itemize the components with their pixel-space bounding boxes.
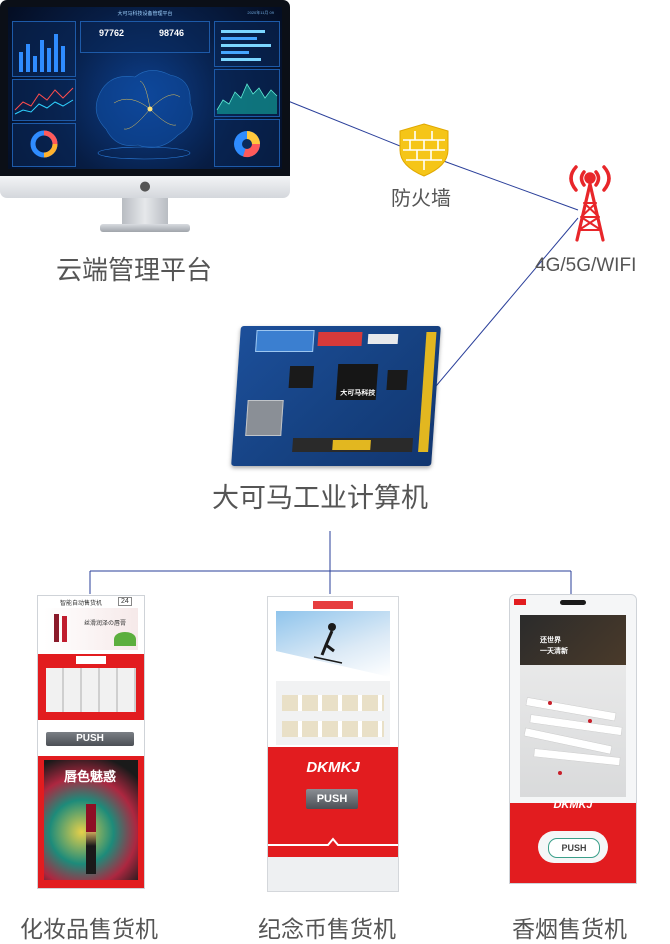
m1-push-button[interactable]: PUSH bbox=[46, 732, 134, 746]
m1-ad-plant bbox=[114, 632, 136, 646]
m1-product-panel bbox=[38, 654, 144, 720]
firewall-icon bbox=[399, 123, 449, 177]
m1-bottom-panel: 唇色魅惑 bbox=[38, 756, 144, 888]
apple-logo-icon: ● bbox=[139, 179, 151, 194]
firewall-label: 防火墙 bbox=[391, 188, 451, 210]
m2-coin-row-2 bbox=[282, 721, 384, 737]
machine-coin-label: 纪念币售货机 bbox=[258, 916, 396, 942]
pie-chart-thumbnail bbox=[234, 131, 261, 158]
m2-skier-illustration bbox=[276, 623, 390, 677]
line-panel bbox=[12, 79, 76, 121]
computer-label: 大可马工业计算机 bbox=[212, 483, 428, 513]
cloud-platform-monitor: 大可马科技设备管理平台 2020年11月 09 bbox=[0, 0, 296, 236]
network-label: 4G/5G/WIFI bbox=[535, 255, 637, 276]
m1-poster: 唇色魅惑 bbox=[44, 760, 138, 880]
dashboard-title: 大可马科技设备管理平台 bbox=[117, 11, 173, 17]
m1-lipstick-1 bbox=[54, 614, 59, 642]
m1-header: 智能自动售货机 bbox=[60, 601, 103, 607]
m3-logo bbox=[514, 599, 526, 605]
signal-tower-icon bbox=[569, 165, 611, 242]
m1-push-area: PUSH bbox=[38, 720, 144, 756]
firewall-to-tower-line bbox=[437, 158, 579, 211]
relay-block bbox=[255, 330, 315, 352]
hbar-chart-thumbnail bbox=[221, 30, 271, 61]
m2-coin-row-1 bbox=[282, 695, 384, 711]
m1-lipstick-2 bbox=[62, 616, 67, 642]
chip-right bbox=[386, 370, 408, 390]
donut-chart-thumbnail bbox=[30, 130, 58, 158]
tower-to-computer-line bbox=[430, 217, 579, 393]
m1-badge: 24 bbox=[118, 597, 132, 606]
line-chart-thumbnail bbox=[14, 87, 74, 115]
m2-chevron-decor bbox=[268, 837, 398, 846]
m2-push-button[interactable]: PUSH bbox=[306, 789, 358, 809]
m2-base bbox=[268, 857, 398, 891]
chip-small bbox=[288, 366, 315, 388]
m2-red-panel: DKMKJ PUSH bbox=[268, 747, 398, 857]
m2-ad-screen bbox=[276, 611, 390, 677]
machine-cigarette-label: 香烟售货机 bbox=[512, 916, 627, 942]
machine-cosmetics-label: 化妆品售货机 bbox=[20, 916, 158, 942]
industrial-computer-board: 大可马科技 bbox=[231, 326, 441, 466]
m3-red-panel: DKMKJ PUSH bbox=[510, 799, 636, 883]
bar-chart-thumbnail bbox=[19, 34, 65, 72]
m1-logo bbox=[76, 656, 106, 664]
red-connector-block bbox=[317, 332, 363, 346]
m3-push-bezel: PUSH bbox=[538, 831, 608, 863]
dashboard-screen: 大可马科技设备管理平台 2020年11月 09 bbox=[8, 7, 282, 169]
map-graphic bbox=[95, 70, 193, 160]
bar-panel bbox=[12, 21, 76, 77]
stat-a-value: 97762 bbox=[99, 28, 125, 38]
m2-brand: DKMKJ bbox=[306, 759, 360, 776]
cosmetics-vending-machine: 智能自动售货机 24 丝滑润泽の唇膏 PUSH 唇色魅惑 bbox=[37, 595, 145, 889]
monitor-stand-foot bbox=[100, 224, 190, 232]
m2-coin-slots bbox=[276, 681, 390, 745]
white-connector bbox=[367, 334, 399, 344]
monitor-stand-neck bbox=[122, 198, 168, 226]
cloud-platform-label: 云端管理平台 bbox=[56, 255, 213, 285]
m3-camera-bar bbox=[560, 600, 586, 605]
m3-ad-screen: 还世界 一天清新 bbox=[520, 615, 626, 797]
dashboard-date: 2020年11月 09 bbox=[247, 10, 274, 15]
m3-slogan-line2: 一天清新 bbox=[540, 648, 568, 655]
m3-push-button[interactable]: PUSH bbox=[548, 838, 600, 858]
m1-ad-title: 丝滑润泽の唇膏 bbox=[84, 621, 127, 627]
area-panel bbox=[214, 69, 280, 117]
m3-cigarette-illustration bbox=[523, 697, 623, 775]
m1-poster-lipstick bbox=[86, 804, 96, 874]
stats-panel: 97762 98746 bbox=[80, 21, 210, 53]
m3-slogan-line1: 还世界 bbox=[540, 637, 561, 644]
cloud-to-firewall-line bbox=[287, 100, 411, 151]
pie-panel bbox=[214, 119, 280, 167]
board-logo: 大可马科技 bbox=[339, 390, 376, 397]
monitor-chin bbox=[0, 176, 290, 198]
area-chart-thumbnail bbox=[216, 83, 278, 114]
donut-panel bbox=[12, 123, 76, 167]
stat-b-value: 98746 bbox=[159, 28, 185, 38]
cpu-module bbox=[245, 400, 284, 436]
m3-brand: DKMKJ bbox=[553, 799, 593, 811]
m1-ad-screen: 丝滑润泽の唇膏 bbox=[44, 608, 138, 650]
cigarette-vending-machine: 还世界 一天清新 DKMKJ PUSH bbox=[509, 594, 637, 884]
m3-ad-top: 还世界 一天清新 bbox=[520, 615, 626, 665]
m1-product-grid bbox=[46, 668, 136, 712]
bottom-yellow-header bbox=[332, 440, 371, 450]
hbar-panel bbox=[214, 21, 280, 67]
m2-logo bbox=[313, 601, 353, 609]
coin-vending-machine: DKMKJ PUSH bbox=[267, 596, 399, 892]
m1-poster-title: 唇色魅惑 bbox=[64, 769, 117, 784]
